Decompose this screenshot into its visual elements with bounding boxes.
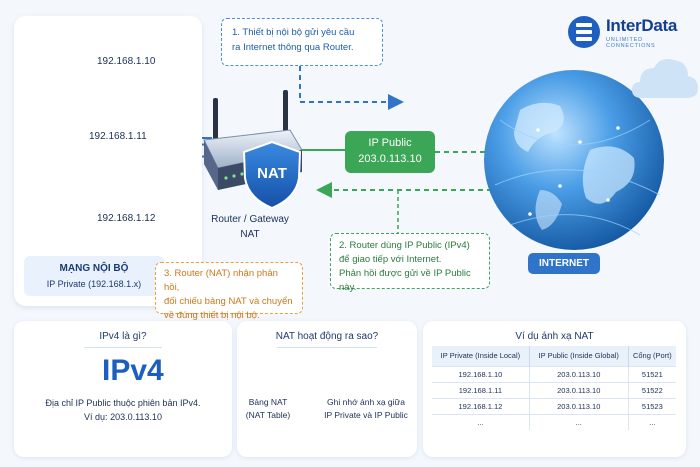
step1-line1: 1. Thiết bị nội bộ gửi yêu cầu <box>232 27 355 38</box>
ipv4-panel: IPv4 là gì? <box>14 321 232 457</box>
header-ip-private: IP Private (Inside Local) <box>432 346 530 366</box>
ipv4-title-divider <box>84 347 162 348</box>
cell-ip-public: 203.0.113.10 <box>529 397 629 414</box>
step2-line2: để giao tiếp với Internet. <box>339 254 442 265</box>
nat-panel-title: NAT hoạt động ra sao? <box>275 331 379 342</box>
nat-shield-icon <box>242 140 302 210</box>
nat-table-caption-line2: (NAT Table) <box>245 410 291 420</box>
phone-ip: 192.168.1.11 <box>89 131 147 142</box>
table-row: 192.168.1.12 203.0.113.10 51523 <box>432 397 676 414</box>
cell-ip-private: 192.168.1.10 <box>432 365 530 382</box>
ip-public-box: IP Public 203.0.113.10 <box>345 131 435 173</box>
step3-line1: 3. Router (NAT) nhận phản hồi, <box>164 268 278 293</box>
step2-note: 2. Router dùng IP Public (IPv4) để giao … <box>330 233 490 293</box>
nat-panel: NAT hoạt động ra sao? <box>237 321 417 457</box>
ipv4-desc-line1: Địa chỉ IP Public thuộc phiên bản IPv4. <box>45 398 201 408</box>
step2-line1: 2. Router dùng IP Public (IPv4) <box>339 240 470 251</box>
cell-ip-public: 203.0.113.10 <box>529 381 629 398</box>
logo-mark-icon <box>568 16 600 48</box>
step1-line2: ra Internet thông qua Router. <box>232 42 354 53</box>
cell-port: 51522 <box>628 381 676 398</box>
table-header-row: IP Private (Inside Local) IP Public (Ins… <box>432 346 676 366</box>
step3-line3: về đúng thiết bị nội bộ. <box>164 310 260 321</box>
nat-title-divider <box>277 347 377 348</box>
nat-mapping-caption-line2: IP Private và IP Public <box>324 410 408 420</box>
nat-table-caption-line1: Bảng NAT <box>248 397 288 407</box>
internet-badge: INTERNET <box>528 253 600 274</box>
cell-port: 51523 <box>628 397 676 414</box>
cell-port: ... <box>628 413 676 430</box>
desktop-ip: 192.168.1.12 <box>97 213 156 224</box>
laptop-ip: 192.168.1.10 <box>97 56 156 67</box>
lan-subtitle: IP Private (192.168.1.x) <box>46 279 142 289</box>
interdata-logo: InterData UNLIMITED CONNECTIONS <box>566 14 690 50</box>
step2-line3: Phản hồi được gửi về IP Public này. <box>339 268 471 293</box>
table-row: 192.168.1.11 203.0.113.10 51522 <box>432 381 676 398</box>
step3-note: 3. Router (NAT) nhận phản hồi, đối chiếu… <box>155 262 303 321</box>
cell-port: 51521 <box>628 365 676 382</box>
ipv4-panel-title: IPv4 là gì? <box>99 331 147 342</box>
table-row: ... ... ... <box>432 413 676 430</box>
lan-title: MẠNG NỘI BỘ <box>59 263 129 274</box>
ip-public-title: IP Public <box>368 137 412 149</box>
cell-ip-private: 192.168.1.11 <box>432 381 530 398</box>
ip-public-value: 203.0.113.10 <box>358 153 422 165</box>
router-caption: Router / Gateway NAT <box>208 212 292 242</box>
logo-name: InterData <box>606 16 677 35</box>
globe-icon <box>484 70 664 250</box>
router-caption-line1: Router / Gateway <box>211 214 289 225</box>
table-row: 192.168.1.10 203.0.113.10 51521 <box>432 365 676 382</box>
mapping-panel-title: Ví dụ ánh xạ NAT <box>515 331 594 342</box>
logo-tagline: UNLIMITED CONNECTIONS <box>606 37 656 49</box>
nat-mapping-caption-line1: Ghi nhớ ánh xạ giữa <box>327 397 405 407</box>
header-port: Cổng (Port) <box>628 346 676 366</box>
cell-ip-public: ... <box>529 413 629 430</box>
nat-table-caption: Bảng NAT (NAT Table) <box>240 396 296 422</box>
header-ip-public: IP Public (Inside Global) <box>529 346 629 366</box>
nat-badge-label: NAT <box>257 165 287 182</box>
ipv4-description: Địa chỉ IP Public thuộc phiên bản IPv4. … <box>20 396 226 424</box>
router-caption-line2: NAT <box>240 229 260 240</box>
nat-mapping-table: IP Private (Inside Local) IP Public (Ins… <box>432 346 676 430</box>
step3-line2: đối chiếu bảng NAT và chuyển <box>164 296 293 307</box>
nat-mapping-caption: Ghi nhớ ánh xạ giữa IP Private và IP Pub… <box>318 396 414 422</box>
step1-arrow <box>299 66 404 110</box>
step1-note: 1. Thiết bị nội bộ gửi yêu cầu ra Intern… <box>221 18 383 66</box>
cell-ip-private: 192.168.1.12 <box>432 397 530 414</box>
lan-label-box: MẠNG NỘI BỘ IP Private (192.168.1.x) <box>24 256 164 296</box>
cell-ip-public: 203.0.113.10 <box>529 365 629 382</box>
cell-ip-private: ... <box>432 413 530 430</box>
ipv4-big-text: IPv4 <box>102 354 164 387</box>
ipv4-desc-line2: Ví dụ: 203.0.113.10 <box>84 412 162 422</box>
cloud-icon <box>632 59 698 98</box>
